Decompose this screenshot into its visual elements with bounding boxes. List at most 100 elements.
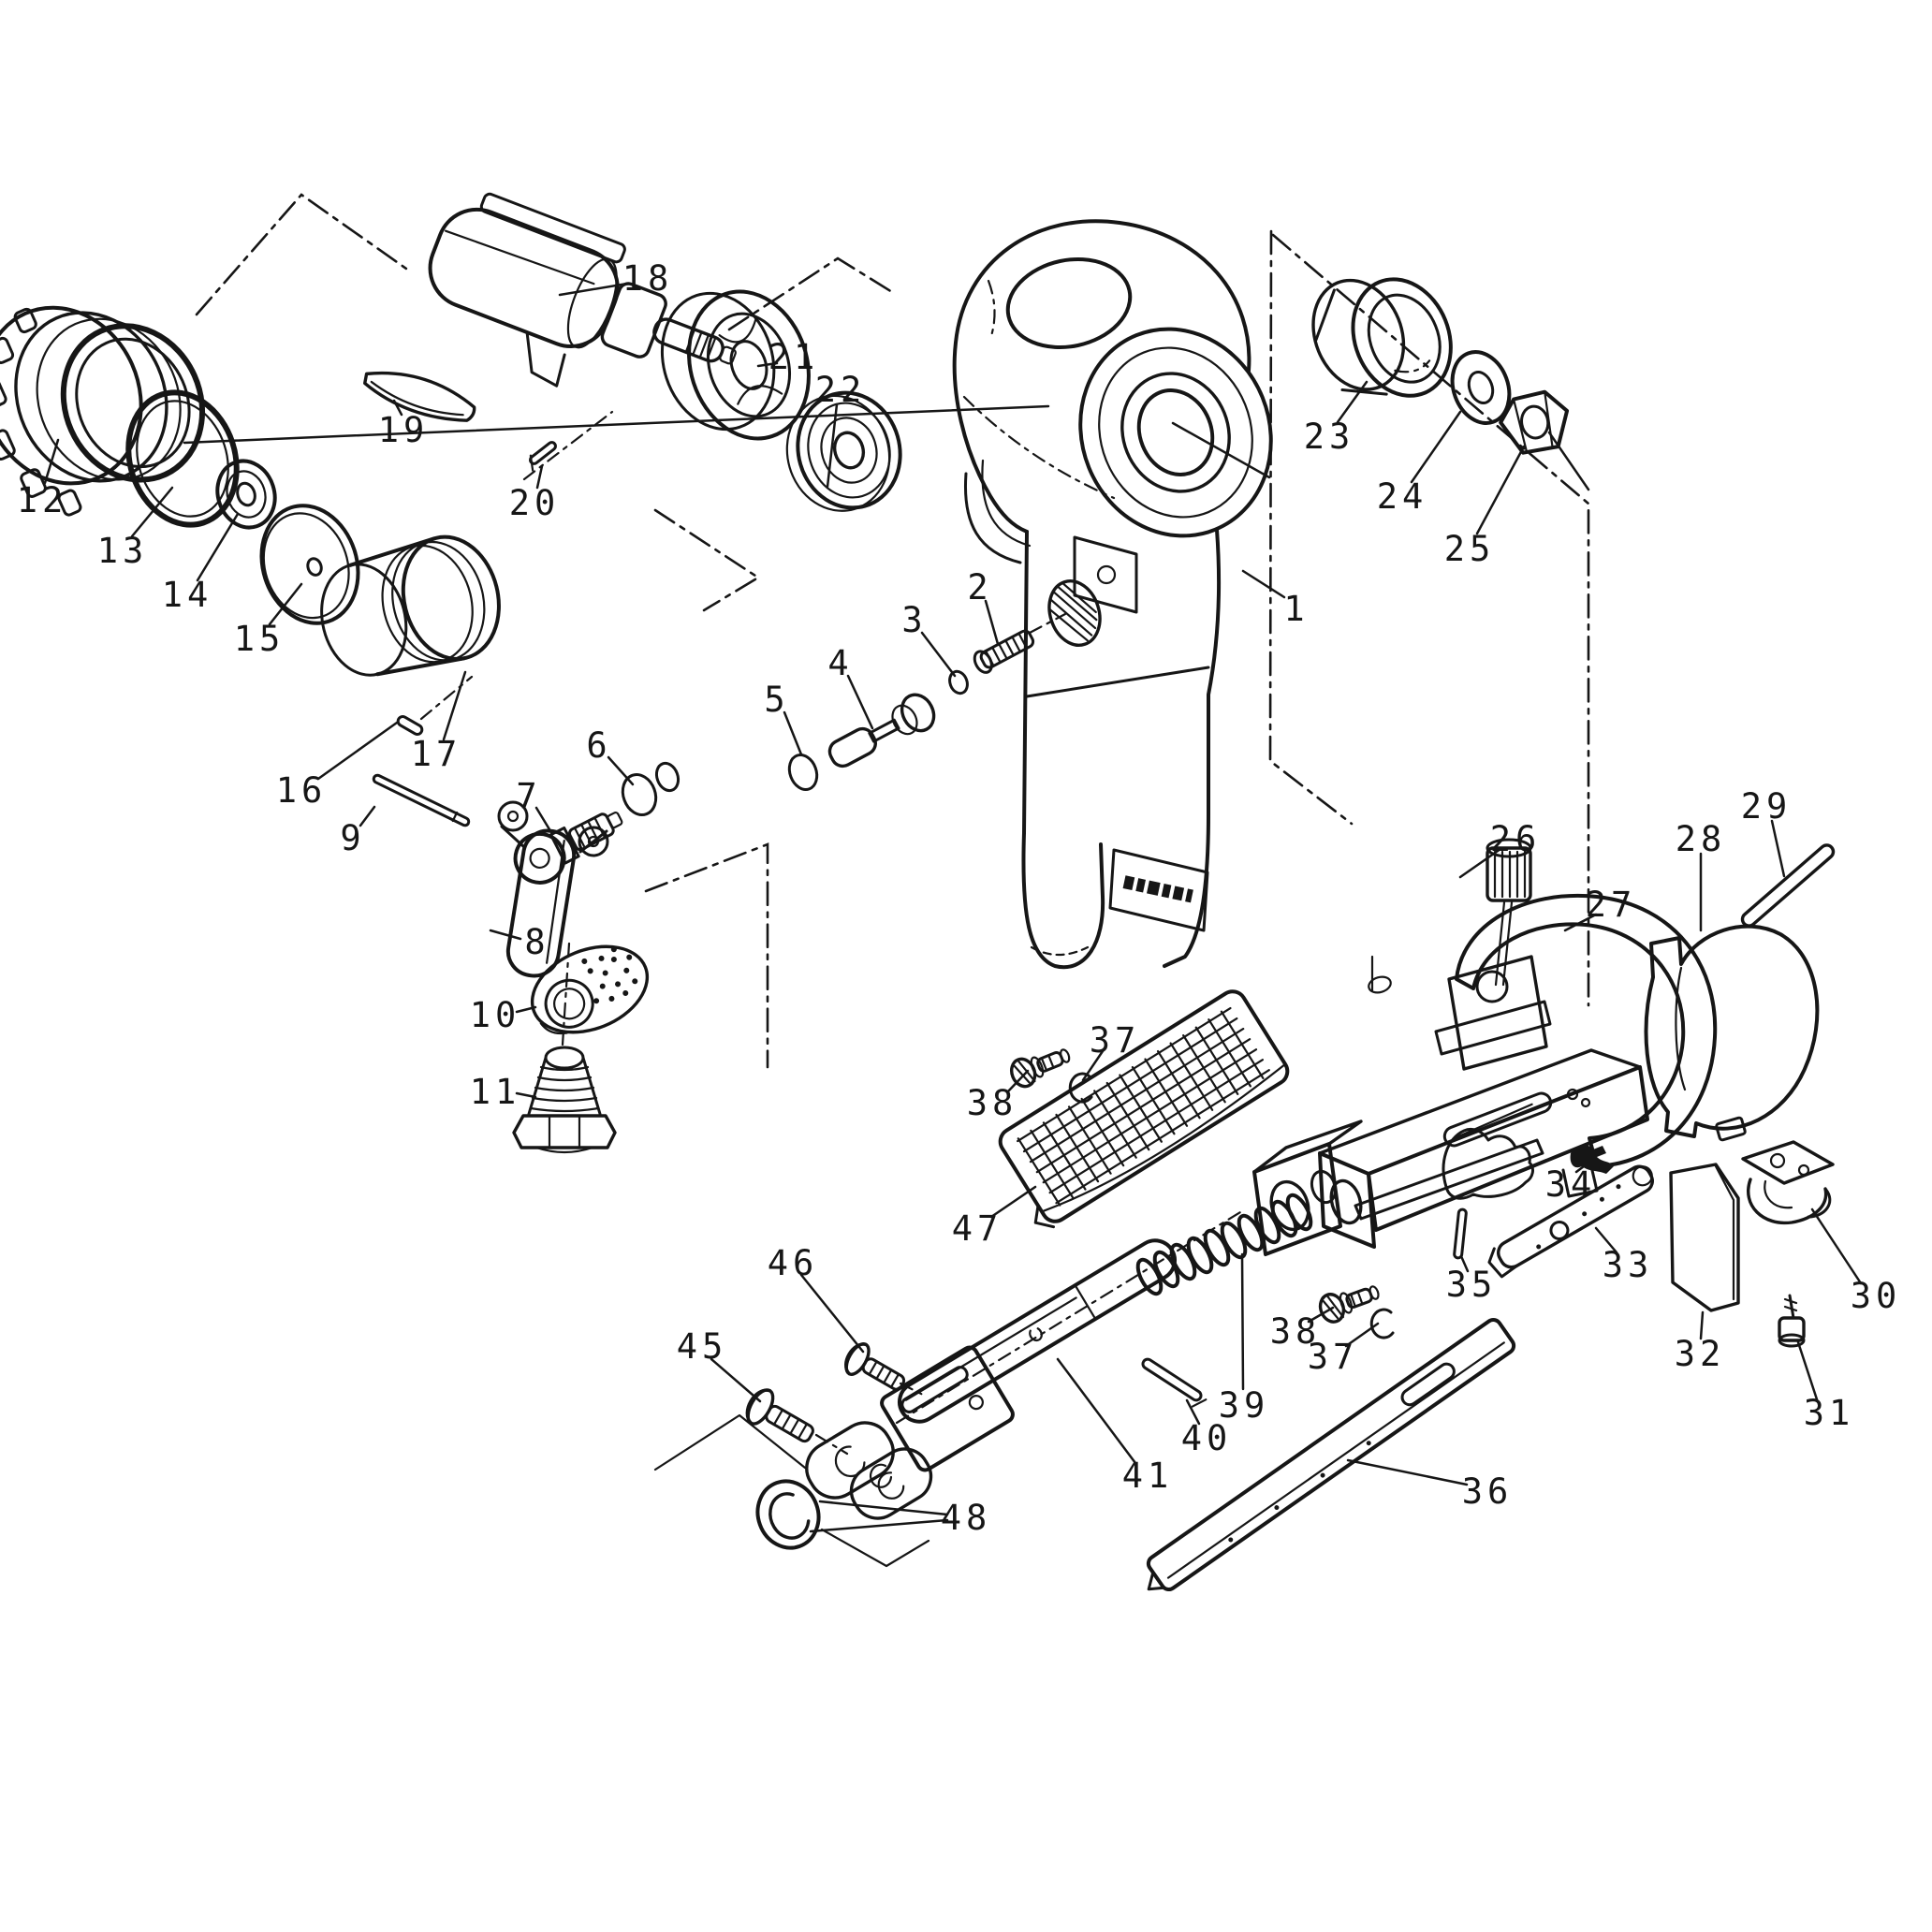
part-label-11: 11 [470,1072,521,1112]
leader-line-33 [1594,1226,1618,1254]
part-label-4: 4 [827,643,853,683]
part-45-screw [745,1388,814,1443]
part-label-24: 24 [1377,476,1428,517]
leader-line-12 [43,438,60,485]
part-label-2: 2 [967,567,992,607]
part-1-main-body [952,219,1273,970]
leader-line-18 [558,282,629,297]
part-label-40: 40 [1181,1418,1233,1458]
part-label-28: 28 [1676,819,1727,859]
part-label-20: 20 [509,483,561,523]
leader-line-17 [442,670,467,741]
leader-line-30 [1810,1208,1863,1285]
head-bore [1078,327,1273,538]
part-34-clip [1570,1145,1614,1174]
part-label-9: 9 [340,818,365,858]
leader-line-35 [1459,1254,1470,1273]
part-38-screw-upper [1010,1048,1071,1089]
leader-line-8 [489,929,522,941]
part-10-mesh-plate [530,944,650,1035]
part-label-41: 41 [1122,1456,1174,1496]
part-label-37a: 37 [1090,1020,1141,1061]
leader-line-4 [846,674,874,730]
part-38-screw-lower [1318,1285,1380,1324]
part-label-5: 5 [764,680,789,720]
part-48-roller [755,1479,821,1550]
part-46-screw [844,1342,906,1391]
part-33-link-bar [1487,1164,1654,1279]
leader-line-37a [1081,1049,1105,1082]
leader-line-36 [1346,1458,1469,1486]
extra-leader-1 [809,1518,949,1533]
part-13-o-ring [125,389,240,528]
part-label-25: 25 [1444,529,1496,569]
part-label-23: 23 [1304,417,1355,457]
clamp-bracket [1368,955,1552,1071]
leader-line-41 [1056,1357,1137,1465]
part-18-motor-assembly [428,192,737,388]
nameplate-marks [1122,875,1193,903]
part-label-38a: 38 [967,1083,1018,1123]
leader-line-9 [359,805,376,827]
leader-line-31 [1796,1340,1819,1401]
leader-line-38b [1307,1306,1335,1324]
leader-line-1 [1241,569,1286,599]
part-label-47: 47 [952,1208,1003,1249]
part-label-8: 8 [524,922,549,962]
leader-line-24 [1410,410,1462,484]
leader-line-40 [1185,1398,1201,1426]
part-label-22: 22 [815,370,867,410]
leader-line-26 [1458,847,1502,879]
extra-leader-2 [183,404,1050,445]
part-label-19: 19 [378,410,430,450]
yoke-block [880,1345,1015,1472]
part-37-clip-lower [1369,1308,1395,1339]
part-30-bracket [1741,1140,1835,1225]
leader-line-25 [1475,445,1526,535]
part-label-35: 35 [1446,1265,1498,1305]
part-label-32: 32 [1675,1334,1726,1374]
part-25-nut [1499,389,1570,455]
part-16-pin [396,715,424,736]
leader-line-2 [984,599,1000,646]
part-label-48: 48 [941,1498,992,1538]
leader-line-20 [535,464,544,490]
part-47-foot-pad [998,989,1290,1229]
part-label-29: 29 [1741,786,1793,827]
leader-line-46 [799,1273,865,1354]
part-label-31: 31 [1804,1393,1855,1433]
part-28-shield [1644,924,1820,1142]
part-label-27: 27 [1586,885,1637,925]
part-label-30: 30 [1851,1276,1902,1316]
part-label-38b: 38 [1270,1311,1322,1352]
leader-line-5 [783,710,803,756]
part-7-valve-screw [513,812,623,885]
part-11-threaded-plug [512,942,617,1154]
leader-line-16 [316,721,399,781]
part-39-spring [1135,1193,1313,1296]
leader-line-6 [607,755,635,786]
extra-leader-0 [1171,421,1271,479]
part-20-pin [529,441,557,472]
part-3-o-ring [948,669,969,695]
part-8-trigger-lever [497,800,609,978]
part-label-36: 36 [1462,1471,1514,1512]
part-35-pin [1453,1208,1468,1260]
leader-line-34 [1574,1164,1586,1174]
phantom-lines [195,193,1590,1568]
leader-line-32 [1699,1310,1705,1340]
leader-line-7 [534,806,554,836]
part-label-18: 18 [622,258,674,299]
part-36-skid-blade [1146,1317,1516,1592]
extra-leader-3 [1547,431,1590,491]
leader-line-10 [515,1005,537,1014]
part-label-33: 33 [1603,1245,1654,1285]
leader-line-13 [130,486,174,538]
part-label-3: 3 [901,600,927,640]
part-label-21: 21 [768,337,820,377]
part-label-10: 10 [470,995,521,1035]
part-4-valve-stem [827,693,936,768]
part-label-13: 13 [97,531,149,571]
air-inlet-hatched [1047,579,1102,647]
part-label-45: 45 [677,1326,728,1367]
